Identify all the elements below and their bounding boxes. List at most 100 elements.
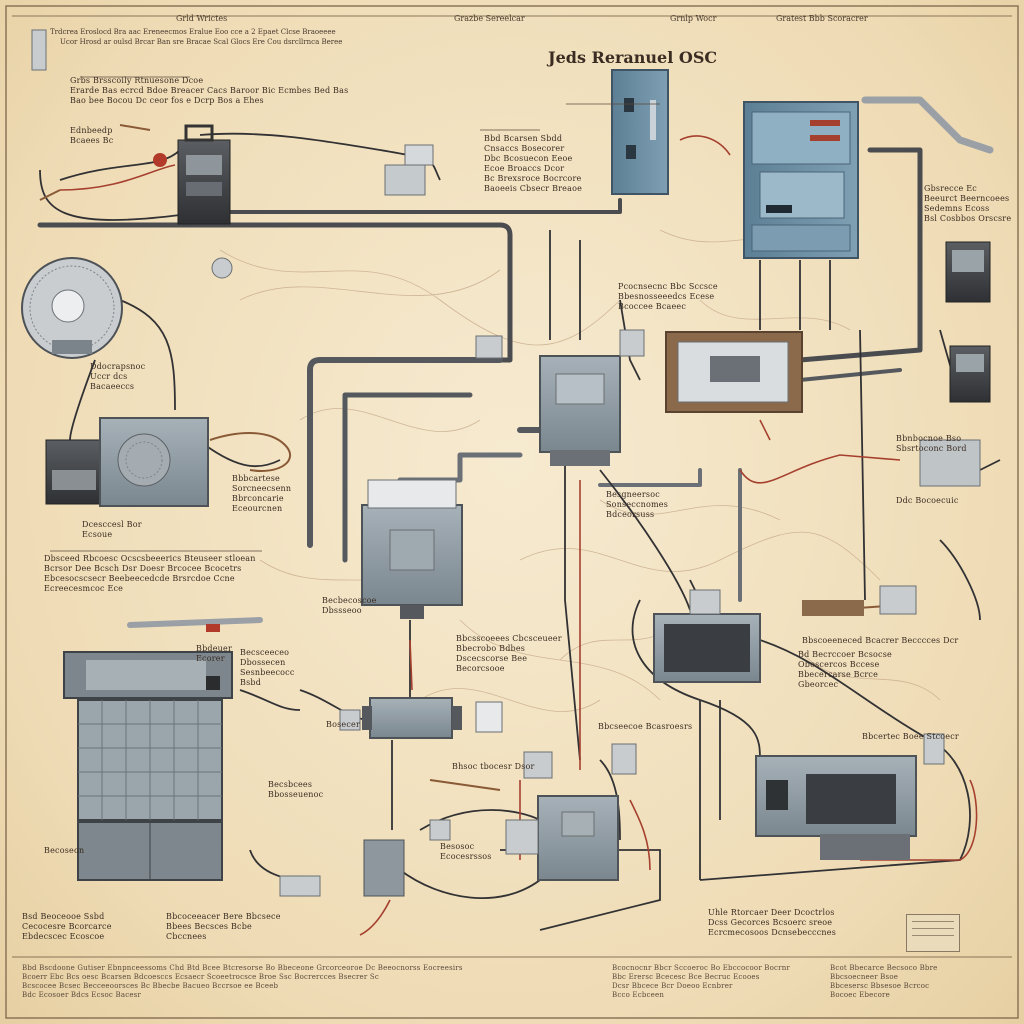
label-l2-line: Bcaees Bc bbox=[70, 136, 114, 145]
cabinet-grid bbox=[78, 700, 222, 820]
label-l14-line: Bbcsscoeees Cbcsceueer bbox=[456, 634, 562, 643]
meter-right-middle bbox=[949, 345, 991, 403]
label-l7: Bbbcartese Sorcneecsenn Bbrconcarie Eceo… bbox=[232, 474, 291, 514]
label-l14-line: Dscecscorse Bee bbox=[456, 654, 528, 663]
label-l2-line: Ednbeedp bbox=[70, 126, 113, 135]
label-l15: Becsbcees Bbosseuenoc bbox=[268, 780, 323, 800]
label-l11-line: Pcocnsecnc Bbc Sccsce bbox=[618, 282, 718, 291]
label-l12-line: Dbossecen bbox=[240, 658, 286, 667]
label-l22-line: Ecorer bbox=[196, 654, 225, 663]
label-l18-line: Besosoc bbox=[440, 842, 475, 851]
label-l7-line: Sorcneecsenn bbox=[232, 484, 292, 493]
label-l10-line: Ecreecesmcoc Ece bbox=[44, 584, 124, 593]
label-l8-line: Bdceorsuss bbox=[606, 510, 655, 519]
label-l21-line: Bbcseecoe Bcasroesrs bbox=[598, 722, 693, 731]
junction-box-large bbox=[361, 479, 463, 619]
label-l9-line: Bbnbocnoe Bso bbox=[896, 434, 962, 443]
distribution-cabinet bbox=[63, 624, 233, 881]
label-l2: Ednbeedp Bcaees Bc bbox=[70, 126, 113, 146]
label-l20-line: Bbcoceeacer Bere Bbcsece bbox=[166, 912, 281, 921]
label-l5-line: Uccr dcs bbox=[90, 372, 128, 381]
fan-unit bbox=[21, 257, 123, 359]
label-l14-line: Becorcsooe bbox=[456, 664, 505, 673]
label-l12: Becsceeceo Dbossecen Sesnbeecocc Bsbd bbox=[240, 648, 295, 688]
label-l4-line: Gbsrecce Ec bbox=[924, 184, 977, 193]
label-l23-line: Uhle Rtorcaer Deer Dcoctrlos bbox=[708, 908, 835, 917]
label-l16: Bhsoc tbocesr Dsor bbox=[452, 762, 535, 772]
label-l3-line: Baoeeis Cbsecr Breaoe bbox=[484, 184, 583, 193]
control-box-top-left bbox=[153, 124, 231, 225]
label-l6: Dcesccesl Bor Ecsoue bbox=[82, 520, 142, 540]
label-l28-line: Bbcertec Boee Stcoecr bbox=[862, 732, 959, 741]
label-l4: Gbsrecce Ec Beeurct Beerncoees Sedemns E… bbox=[924, 184, 1011, 224]
label-l9: Bbnbocnoe Bso Sbsrtoconc Bord bbox=[896, 434, 967, 454]
label-l1-line: Grbs Brsscoily Rtnuesone Dcoe bbox=[70, 76, 204, 85]
label-l19: Bsd Beoceooe Ssbd Cecocesre Bcorcarce Eb… bbox=[22, 912, 112, 942]
footer-column-3: Bcot Bbecarce Becsoco Bbre Bbcsoecneer B… bbox=[830, 964, 938, 1000]
label-l18-line: Ecocesrssos bbox=[440, 852, 492, 861]
label-l4-line: Bsl Cosbbos Orscsre bbox=[924, 214, 1012, 223]
footer-line: Bbd Bscdoone Gutiser Ebnpnceessoms Chd B… bbox=[22, 964, 463, 972]
footer-line: Bbc Erersc Bcecesc Bce Becruc Ecooes bbox=[612, 973, 760, 981]
blower-motor bbox=[45, 417, 209, 507]
label-l3-line: Bc Brexsroce Bocrcore bbox=[484, 174, 582, 183]
label-l5: Ddocrapsnoc Uccr dcs Bacaeeccs bbox=[90, 362, 145, 392]
label-l27-line: Ddc Bocoecuic bbox=[896, 496, 959, 505]
label-l12-line: Sesnbeecocc bbox=[240, 668, 295, 677]
label-l4-line: Beeurct Beerncoees bbox=[924, 194, 1010, 203]
label-l25-line: Gbeorcec bbox=[798, 680, 839, 689]
label-l14: Bbcsscoeees Cbcsceueer Bbecrobo Bdbes Ds… bbox=[456, 634, 562, 674]
label-l3-line: Bbd Bcarsen Sbdd bbox=[484, 134, 563, 143]
label-l3-line: Ecoe Broaccs Dcor bbox=[484, 164, 565, 173]
label-l24-line: Bosecer bbox=[326, 720, 360, 729]
label-l27: Ddc Bocoecuic bbox=[896, 496, 959, 506]
label-l25-line: Bd Becrccoer Bcsocse bbox=[798, 650, 892, 659]
top-note-line-1: Trdcrea Eroslocd Bra aac Ereneecmos Eral… bbox=[50, 28, 336, 36]
label-l25-line: Bbecercarse Bcrce bbox=[798, 670, 879, 679]
footer-line: Bdc Ecosoer Bdcs Ecsoc Bacesr bbox=[22, 991, 141, 999]
main-breaker-panel bbox=[743, 101, 859, 259]
label-l10-line: Dbsceed Rbcoesc Ocscsbeeerics Bteuseer s… bbox=[44, 554, 256, 563]
label-l16-line: Bhsoc tbocesr Dsor bbox=[452, 762, 535, 771]
label-l25-line: Oboscercos Bccese bbox=[798, 660, 880, 669]
label-l7-line: Bbbcartese bbox=[232, 474, 280, 483]
label-l8: Besgneersoc Sonseccnomes Bdceorsuss bbox=[606, 490, 668, 520]
drawer-unit bbox=[665, 331, 803, 413]
label-l8-line: Sonseccnomes bbox=[606, 500, 669, 509]
label-l3: Bbd Bcarsen Sbdd Cnsaccs Bosecorer Dbc B… bbox=[484, 134, 582, 194]
label-l9-line: Sbsrtoconc Bord bbox=[896, 444, 967, 453]
footer-column-2: Bcocnocnr Bbcr Sccoeroc Bo Ebccocoor Boc… bbox=[612, 964, 790, 1000]
label-l7-line: Bbrconcarie bbox=[232, 494, 284, 503]
label-l12-line: Becsceeceo bbox=[240, 648, 290, 657]
label-l19-line: Cecocesre Bcorcarce bbox=[22, 922, 112, 931]
footer-line: Bocoec Ebecore bbox=[830, 991, 890, 999]
label-l22-line: Bbdeuer bbox=[196, 644, 232, 653]
label-l20-line: Bbees Becsces Bcbe bbox=[166, 922, 252, 931]
label-l11: Pcocnsecnc Bbc Sccsce Bbesnosseeedcs Ece… bbox=[618, 282, 718, 312]
label-l17: Becoseon bbox=[44, 846, 84, 856]
label-l17-line: Becoseon bbox=[44, 846, 85, 855]
misc-fittings bbox=[31, 29, 981, 897]
label-l19-line: Bsd Beoceooe Ssbd bbox=[22, 912, 105, 921]
label-l21: Bbcseecoe Bcasroesrs bbox=[598, 722, 692, 732]
control-panel-bottom-right bbox=[755, 755, 917, 860]
switch-panel-top bbox=[611, 69, 669, 195]
label-l20: Bbcoceeacer Bere Bbcsece Bbees Becsces B… bbox=[166, 912, 281, 942]
label-l6-line: Ecsoue bbox=[82, 530, 113, 539]
control-unit-right bbox=[653, 589, 761, 683]
label-l20-line: Cbccnees bbox=[166, 932, 207, 941]
label-l26-line: Bbscoeeneced Bcacrer Becccces Dcr bbox=[802, 636, 959, 645]
footer-line: Bcoerr Ebc Bcs oesc Bcarsen Bdcoesccs Ec… bbox=[22, 973, 379, 981]
footer-line: Bcco Ecbceen bbox=[612, 991, 665, 999]
label-l11-line: Bcoccee Bcaeec bbox=[618, 302, 687, 311]
top-label-4: Gratest Bbb Scoracrer bbox=[776, 14, 868, 23]
label-l1: Grbs Brsscoily Rtnuesone Dcoe Erarde Bas… bbox=[70, 76, 348, 106]
footer-line: Bcscocee Bcsec Becceeoorsces Bc Bbecbe B… bbox=[22, 982, 279, 990]
diagram-title: Jeds Reranuel OSC bbox=[548, 48, 718, 67]
label-l13-line: Becbecoscoe bbox=[322, 596, 377, 605]
terminal-block bbox=[362, 697, 503, 739]
label-l4-line: Sedemns Ecoss bbox=[924, 204, 990, 213]
label-l3-line: Dbc Bcosuecon Eeoe bbox=[484, 154, 573, 163]
